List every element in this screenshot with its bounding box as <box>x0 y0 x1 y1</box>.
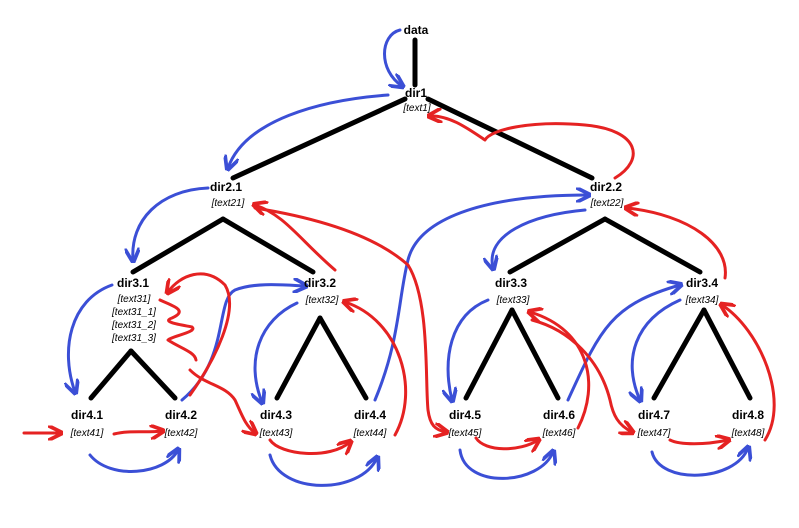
blue-arrow-dir3-2-dir4-3 <box>255 301 299 402</box>
node-text-text44: [text44] <box>353 428 387 439</box>
node-text-text48: [text48] <box>731 428 765 439</box>
node-label-dir4-4: dir4.4 <box>354 408 386 422</box>
blue-arrow-dir2-1-dir3-1 <box>133 186 210 260</box>
blue-arrow-dir2-2-dir3-3 <box>492 208 587 268</box>
red-arrows <box>22 116 776 454</box>
node-text-text43: [text43] <box>259 428 293 439</box>
red-arrow-dir2-2-dir1 <box>430 116 635 180</box>
edge-dir2-2-dir3-3 <box>507 216 608 275</box>
blue-arrow-dir3-4-dir4-7 <box>632 298 682 400</box>
node-text-text32: [text32] <box>305 295 339 306</box>
edge-dir3-1-dir4-2 <box>128 348 178 401</box>
node-label-dir2-2: dir2.2 <box>590 180 622 194</box>
node-label-dir1: dir1 <box>405 86 427 100</box>
node-label-dir3-4: dir3.4 <box>686 276 718 290</box>
node-label-dir4-6: dir4.6 <box>543 408 575 422</box>
blue-arrow-dir3-1-dir4-1 <box>68 283 114 392</box>
red-arrow-dir3-1-dir4-3 <box>188 368 255 433</box>
edge-dir1-dir2-2 <box>425 96 595 181</box>
node-label-dir4-5: dir4.5 <box>449 408 481 422</box>
edge-dir3-2-dir4-4 <box>317 315 369 401</box>
tree-edges <box>88 37 753 401</box>
blue-arrow-dir4-3-dir4-4 <box>268 455 377 487</box>
node-label-dir3-1: dir3.1 <box>117 276 149 290</box>
node-text-text21: [text21] <box>211 198 245 209</box>
edge-dir3-3-dir4-6 <box>509 307 561 401</box>
blue-arrow-dir3-3-dir4-5 <box>448 298 490 400</box>
blue-arrow-dir4-6-dir3-4 <box>566 285 680 402</box>
edge-dir3-4-dir4-8 <box>701 307 753 401</box>
blue-arrow-dir1-dir2-1 <box>228 93 390 168</box>
node-label-dir4-3: dir4.3 <box>260 408 292 422</box>
red-squiggle-dir3-1 <box>158 298 198 362</box>
node-label-data: data <box>404 23 429 37</box>
node-label-dir4-7: dir4.7 <box>638 408 670 422</box>
edge-dir2-2-dir3-4 <box>602 216 703 275</box>
node-label-dir4-8: dir4.8 <box>732 408 764 422</box>
node-text-text31-1: [text31_1] <box>111 307 156 318</box>
node-text-text31-2: [text31_2] <box>111 320 156 331</box>
node-label-dir2-1: dir2.1 <box>210 180 242 194</box>
blue-arrow-dir4-1-dir4-2 <box>88 450 178 473</box>
node-label-dir3-3: dir3.3 <box>495 276 527 290</box>
node-text-text33: [text33] <box>496 295 530 306</box>
edge-dir3-1-dir4-1 <box>88 348 134 401</box>
red-arrow-dir4-5-dir4-6 <box>474 438 538 449</box>
edge-dir1-dir2-1 <box>230 96 408 181</box>
edge-dir2-1-dir3-2 <box>220 216 316 275</box>
red-arrow-dir4-7-dir4-8 <box>668 440 728 444</box>
red-arrow-dir4-1-dir4-2 <box>112 431 162 434</box>
red-arrow-dir3-3-dir4-7 <box>530 318 632 432</box>
node-labels: data dir1 [text1] dir2.1 [text21] dir2.2… <box>70 23 765 439</box>
node-text-text1: [text1] <box>402 103 430 114</box>
red-arrow-dir4-2-dir3-1 <box>168 272 231 397</box>
red-arrow-dir3-4-dir2-2 <box>627 208 727 280</box>
edge-dir3-4-dir4-7 <box>651 307 707 401</box>
node-label-dir4-2: dir4.2 <box>165 408 197 422</box>
blue-arrow-dir4-5-dir4-6 <box>458 450 553 480</box>
node-text-text31-3: [text31_3] <box>111 333 156 344</box>
node-text-text47: [text47] <box>637 428 671 439</box>
edge-dir3-3-dir4-5 <box>463 307 515 401</box>
node-text-text41: [text41] <box>70 428 104 439</box>
node-label-dir3-2: dir3.2 <box>304 276 336 290</box>
node-text-text34: [text34] <box>685 295 719 306</box>
node-text-text31: [text31] <box>117 294 151 305</box>
edge-dir3-2-dir4-3 <box>274 315 323 401</box>
node-text-text45: [text45] <box>448 428 482 439</box>
red-arrow-dir4-3-dir4-4 <box>268 440 350 454</box>
node-text-text22: [text22] <box>590 198 624 209</box>
node-text-text46: [text46] <box>542 428 576 439</box>
red-arrow-dir2-1-dir4-5 <box>253 206 446 432</box>
edge-dir2-1-dir3-1 <box>130 216 226 275</box>
node-text-text42: [text42] <box>164 428 198 439</box>
red-arrow-dir4-8-dir3-4 <box>722 305 776 442</box>
blue-arrow-data-dir1 <box>383 28 403 86</box>
red-arrow-dir4-4-dir3-2 <box>345 302 408 437</box>
blue-arrow-dir4-7-dir4-8 <box>650 448 748 477</box>
blue-arrow-dir4-4-dir2-2 <box>373 195 588 402</box>
red-arrow-dir4-6-dir3-3 <box>530 312 591 430</box>
node-label-dir4-1: dir4.1 <box>71 408 103 422</box>
